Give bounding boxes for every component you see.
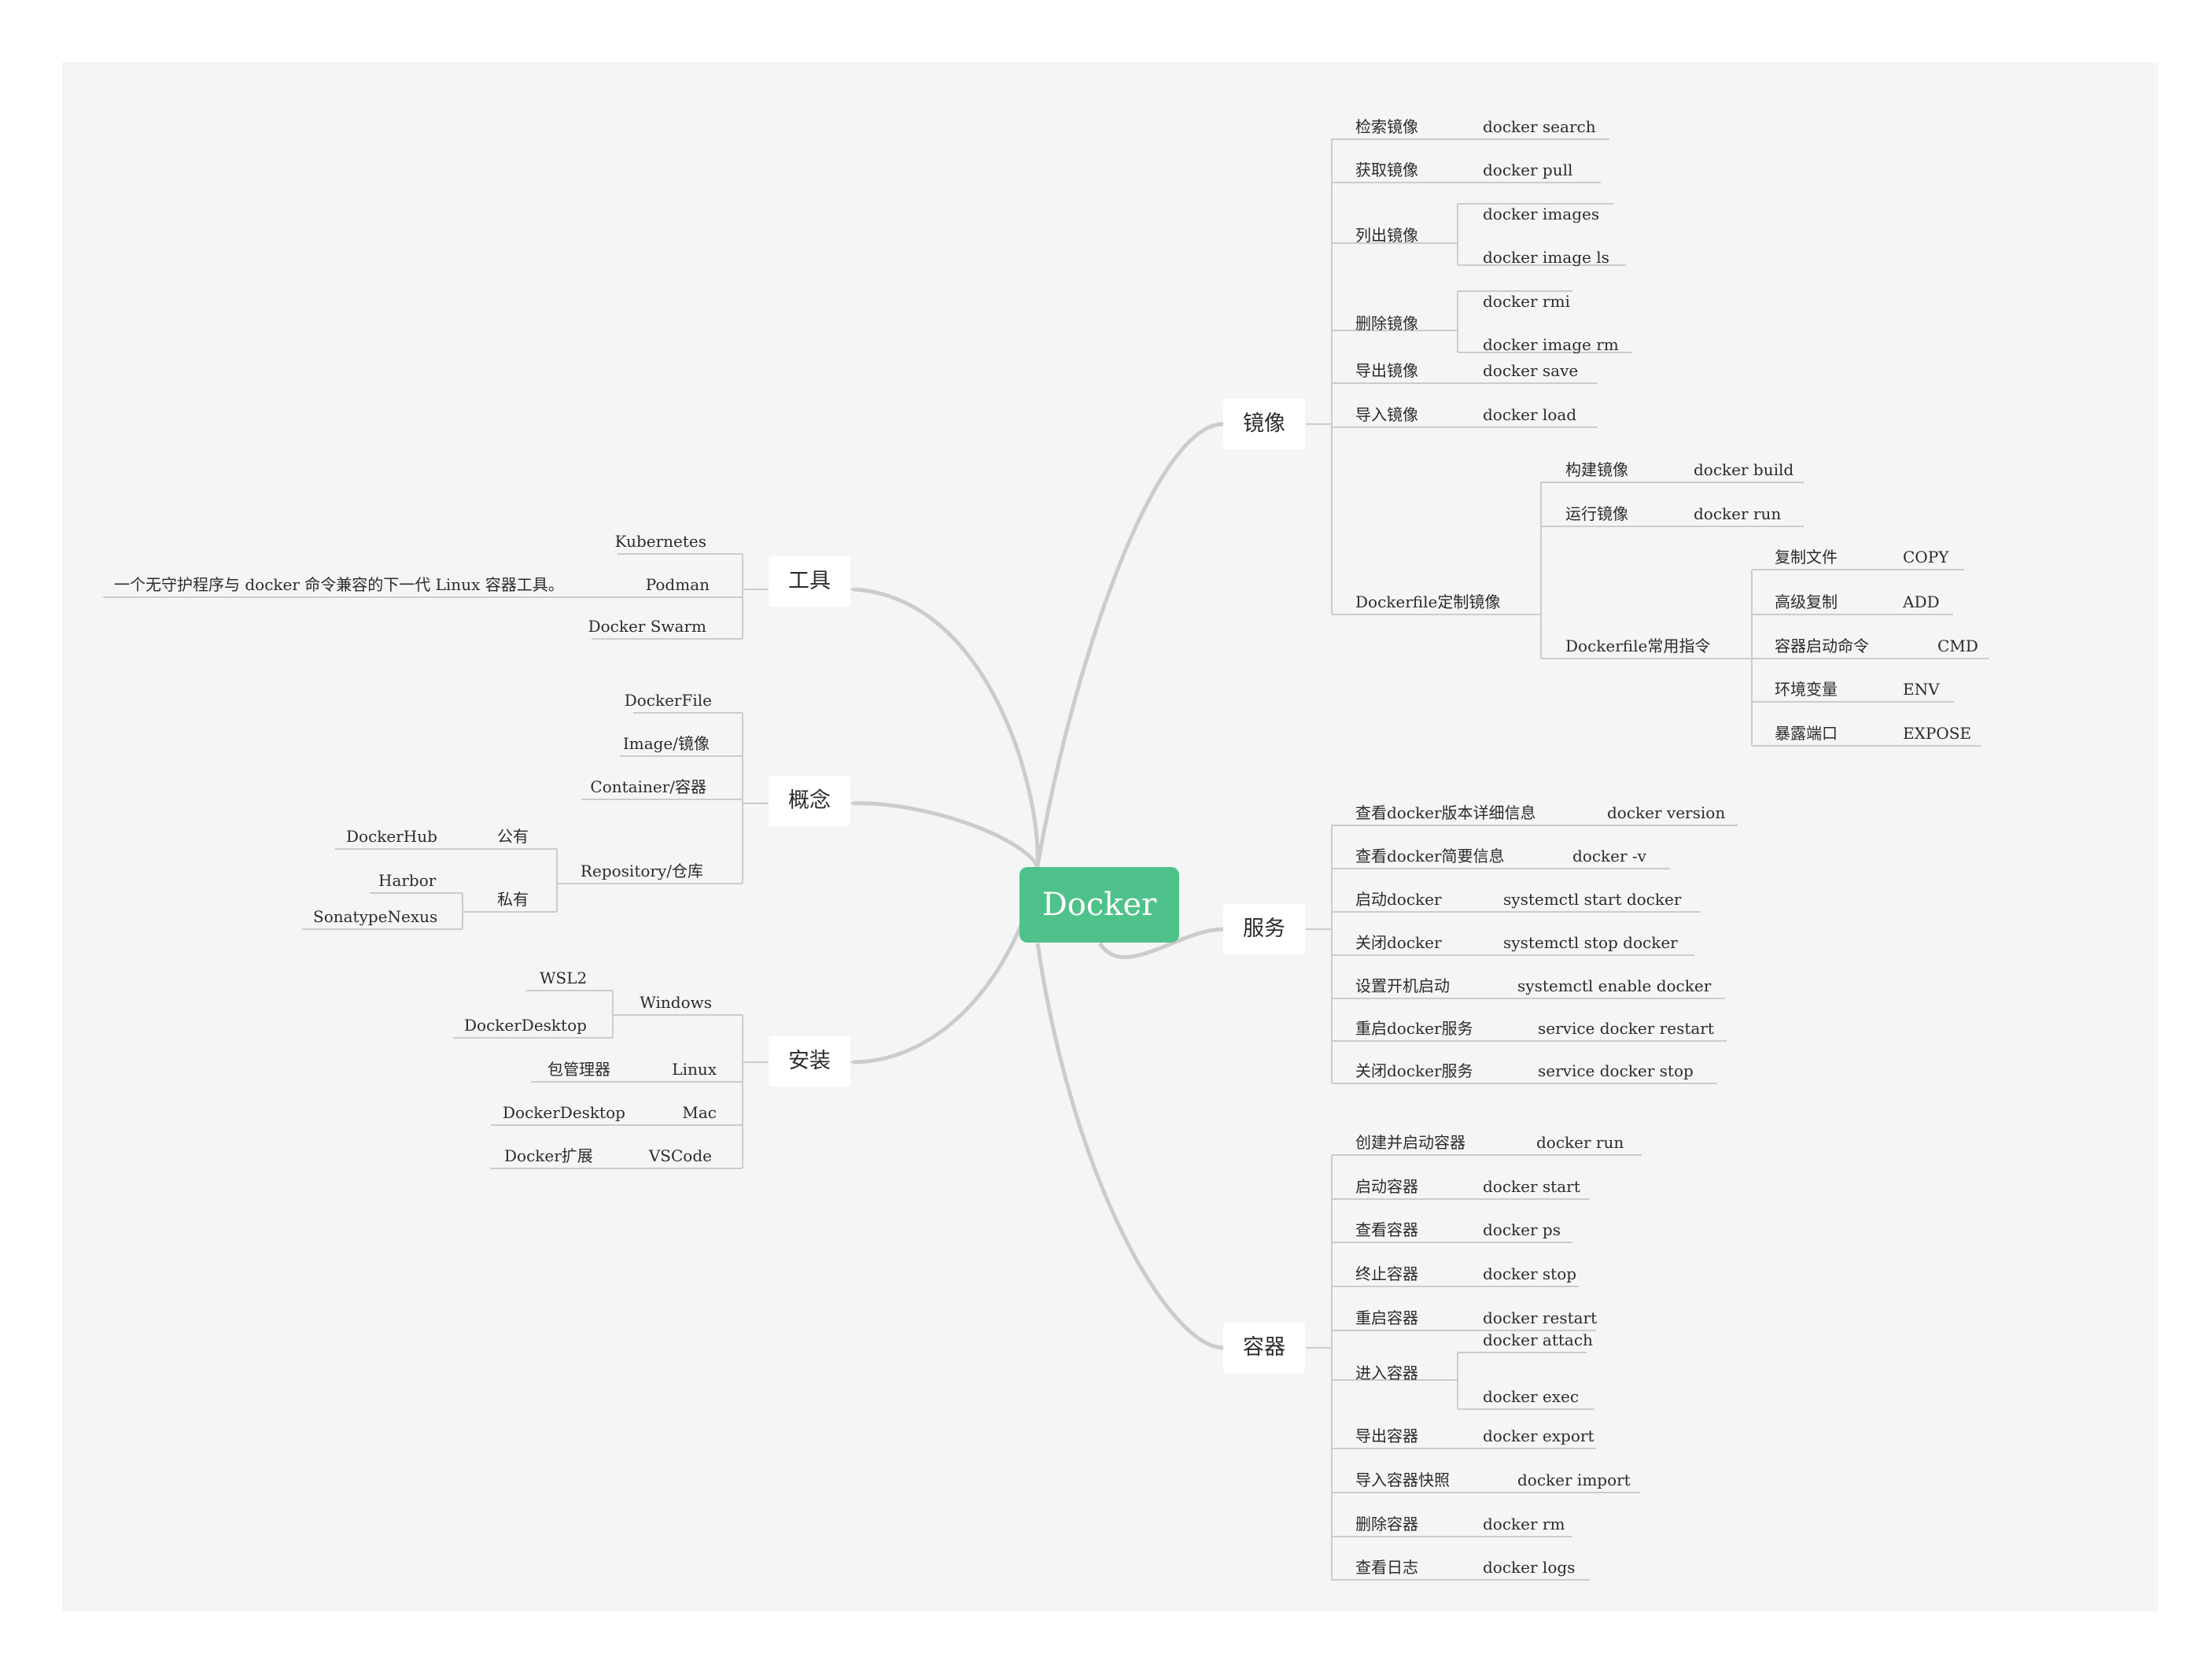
repository-private-item[interactable]: Harbor bbox=[378, 871, 437, 890]
branch-install[interactable]: 安装 bbox=[769, 1036, 850, 1087]
dockerfile-run-cmd[interactable]: docker run bbox=[1694, 504, 1782, 523]
service-item-label[interactable]: 关闭docker bbox=[1355, 933, 1442, 952]
image-item-cmd[interactable]: docker rmi bbox=[1483, 292, 1570, 311]
image-item-cmd[interactable]: docker save bbox=[1483, 361, 1579, 380]
concept-item[interactable]: Image/镜像 bbox=[622, 734, 710, 753]
service-item-label[interactable]: 关闭docker服务 bbox=[1355, 1061, 1473, 1080]
instruction-cmd[interactable]: EXPOSE bbox=[1903, 724, 1971, 743]
image-item-cmd[interactable]: docker search bbox=[1483, 117, 1596, 136]
instruction-label[interactable]: 环境变量 bbox=[1775, 680, 1838, 699]
dockerfile-run-label[interactable]: 运行镜像 bbox=[1565, 504, 1628, 523]
service-item-cmd[interactable]: service docker restart bbox=[1538, 1019, 1714, 1038]
container-item-label[interactable]: 查看日志 bbox=[1355, 1558, 1418, 1577]
service-item-label[interactable]: 设置开机启动 bbox=[1355, 976, 1450, 995]
container-item-label[interactable]: 进入容器 bbox=[1355, 1364, 1418, 1382]
install-linux-node[interactable]: Linux bbox=[672, 1060, 717, 1079]
branch-tools[interactable]: 工具 bbox=[769, 556, 850, 607]
service-item-label[interactable]: 查看docker版本详细信息 bbox=[1355, 803, 1536, 822]
image-item-label[interactable]: 删除镜像 bbox=[1355, 314, 1418, 333]
container-item-cmd[interactable]: docker run bbox=[1536, 1133, 1624, 1152]
concept-item[interactable]: DockerFile bbox=[624, 691, 712, 710]
container-item-cmd[interactable]: docker stop bbox=[1483, 1264, 1577, 1283]
repository-public-node[interactable]: 公有 bbox=[497, 827, 529, 846]
container-item-label[interactable]: 创建并启动容器 bbox=[1355, 1133, 1465, 1152]
install-linux-item[interactable]: 包管理器 bbox=[547, 1060, 610, 1079]
instruction-cmd[interactable]: ADD bbox=[1903, 592, 1940, 611]
dockerfile-build-label[interactable]: 构建镜像 bbox=[1565, 460, 1628, 479]
install-vscode-item[interactable]: Docker扩展 bbox=[504, 1146, 593, 1165]
container-item-cmd[interactable]: docker ps bbox=[1483, 1220, 1561, 1239]
install-windows-node[interactable]: Windows bbox=[640, 993, 712, 1012]
service-item-cmd[interactable]: docker -v bbox=[1572, 847, 1646, 865]
install-windows-item[interactable]: DockerDesktop bbox=[464, 1016, 587, 1035]
container-item-cmd[interactable]: docker exec bbox=[1483, 1387, 1580, 1406]
service-item-label[interactable]: 启动docker bbox=[1355, 890, 1442, 909]
container-item-label[interactable]: 导出容器 bbox=[1355, 1426, 1418, 1445]
dockerfile-build-cmd[interactable]: docker build bbox=[1694, 460, 1794, 479]
container-item-cmd[interactable]: docker restart bbox=[1483, 1308, 1598, 1327]
install-vscode-node[interactable]: VSCode bbox=[648, 1146, 712, 1165]
image-item-cmd[interactable]: docker image rm bbox=[1483, 335, 1619, 354]
instruction-cmd[interactable]: CMD bbox=[1937, 637, 1978, 655]
container-item-label[interactable]: 重启容器 bbox=[1355, 1308, 1418, 1327]
install-windows-item[interactable]: WSL2 bbox=[540, 969, 588, 987]
service-item-cmd[interactable]: docker version bbox=[1607, 803, 1726, 822]
container-item-label[interactable]: 导入容器快照 bbox=[1355, 1471, 1450, 1489]
root-node-docker[interactable]: Docker bbox=[1019, 867, 1179, 943]
install-mac-item[interactable]: DockerDesktop bbox=[503, 1103, 625, 1122]
image-item-cmd[interactable]: docker images bbox=[1483, 205, 1600, 223]
image-item-label[interactable]: 列出镜像 bbox=[1355, 226, 1418, 245]
service-item-cmd[interactable]: service docker stop bbox=[1538, 1061, 1694, 1080]
image-item-cmd[interactable]: docker image ls bbox=[1483, 248, 1609, 267]
repository-private-node[interactable]: 私有 bbox=[497, 890, 529, 909]
concept-item[interactable]: Container/容器 bbox=[590, 777, 706, 796]
service-item-label[interactable]: 查看docker简要信息 bbox=[1355, 847, 1505, 865]
image-item-cmd[interactable]: docker pull bbox=[1483, 161, 1573, 179]
service-item-label[interactable]: 重启docker服务 bbox=[1355, 1019, 1473, 1038]
image-item-label[interactable]: 导入镜像 bbox=[1355, 405, 1418, 424]
container-item-label[interactable]: 删除容器 bbox=[1355, 1515, 1418, 1533]
tools-item[interactable]: Podman bbox=[645, 575, 710, 594]
branch-service[interactable]: 服务 bbox=[1223, 904, 1305, 954]
container-item-cmd[interactable]: docker rm bbox=[1483, 1515, 1565, 1533]
dockerfile-instructions-node[interactable]: Dockerfile常用指令 bbox=[1565, 637, 1711, 655]
image-item-label[interactable]: 导出镜像 bbox=[1355, 361, 1418, 380]
branch-image[interactable]: 镜像 bbox=[1223, 399, 1305, 449]
install-mac-node[interactable]: Mac bbox=[682, 1103, 717, 1122]
repository-node[interactable]: Repository/仓库 bbox=[580, 862, 703, 880]
repository-public-item[interactable]: DockerHub bbox=[346, 827, 437, 846]
image-item-label[interactable]: 检索镜像 bbox=[1355, 117, 1418, 136]
container-item-cmd[interactable]: docker start bbox=[1483, 1177, 1580, 1196]
instruction-label[interactable]: 暴露端口 bbox=[1775, 724, 1838, 743]
instruction-cmd[interactable]: ENV bbox=[1903, 680, 1940, 699]
service-item-cmd[interactable]: systemctl stop docker bbox=[1503, 933, 1678, 952]
tools-item[interactable]: Kubernetes bbox=[614, 532, 706, 551]
mindmap-canvas: Docker 镜像 服务 容器 工具 概念 安装 检索镜像 docker sea… bbox=[62, 62, 2159, 1611]
repository-private-item[interactable]: SonatypeNexus bbox=[313, 907, 438, 926]
tools-item[interactable]: Docker Swarm bbox=[588, 617, 706, 636]
podman-note: 一个无守护程序与 docker 命令兼容的下一代 Linux 容器工具。 bbox=[114, 575, 564, 594]
instruction-label[interactable]: 复制文件 bbox=[1775, 548, 1838, 566]
dockerfile-node[interactable]: Dockerfile定制镜像 bbox=[1355, 592, 1501, 611]
image-item-cmd[interactable]: docker load bbox=[1483, 405, 1577, 424]
connector-lines bbox=[103, 138, 1989, 1581]
container-item-cmd[interactable]: docker export bbox=[1483, 1426, 1594, 1445]
service-item-cmd[interactable]: systemctl start docker bbox=[1503, 890, 1682, 909]
container-item-cmd[interactable]: docker attach bbox=[1483, 1330, 1593, 1349]
instruction-label[interactable]: 高级复制 bbox=[1775, 592, 1838, 611]
container-item-label[interactable]: 启动容器 bbox=[1355, 1177, 1418, 1196]
container-item-label[interactable]: 查看容器 bbox=[1355, 1220, 1418, 1239]
container-item-cmd[interactable]: docker import bbox=[1517, 1471, 1631, 1489]
branch-concepts[interactable]: 概念 bbox=[769, 776, 850, 826]
container-item-label[interactable]: 终止容器 bbox=[1355, 1264, 1418, 1283]
service-item-cmd[interactable]: systemctl enable docker bbox=[1517, 976, 1712, 995]
instruction-cmd[interactable]: COPY bbox=[1903, 548, 1949, 566]
image-item-label[interactable]: 获取镜像 bbox=[1355, 161, 1418, 179]
container-item-cmd[interactable]: docker logs bbox=[1483, 1558, 1576, 1577]
branch-container[interactable]: 容器 bbox=[1223, 1323, 1305, 1373]
instruction-label[interactable]: 容器启动命令 bbox=[1775, 637, 1869, 655]
